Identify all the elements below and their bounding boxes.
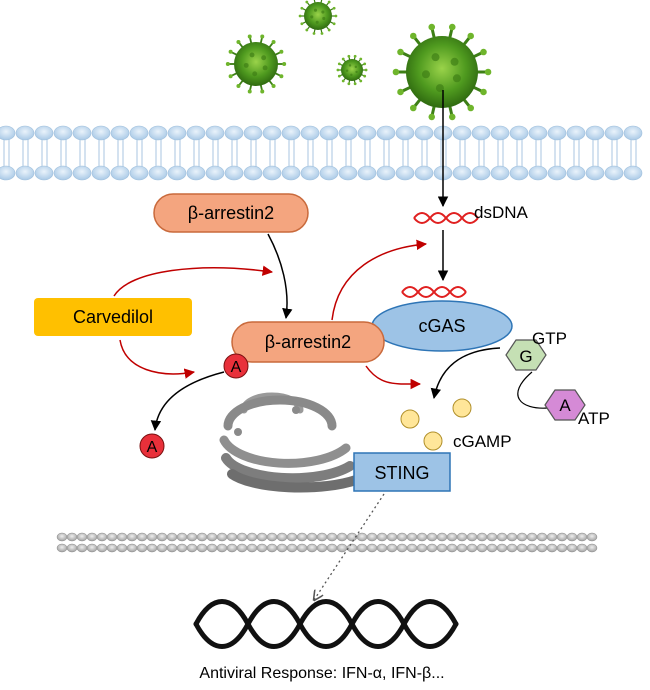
cgamp-dot: [423, 431, 443, 451]
a-marker-free-label: A: [147, 439, 158, 456]
beta-arrestin2-box-top: [153, 193, 309, 233]
cgamp-dot: [452, 398, 472, 418]
dsdna-label: dsDNA: [474, 203, 529, 222]
gtp-atp-link: [517, 371, 549, 409]
sting-label: STING: [374, 463, 429, 483]
virus-icon: [298, 0, 338, 35]
dsdna-bound: [401, 286, 467, 298]
beta-arrestin2-label-mid: β-arrestin2: [265, 332, 351, 352]
dna-helix-icon: [193, 599, 459, 649]
g-hexagon: [505, 339, 547, 371]
beta-arrestin2-label-top: β-arrestin2: [188, 203, 274, 223]
virus-icon: [336, 54, 368, 86]
arrow-carvedilol-to-arrestin-top: [113, 265, 274, 297]
arrow-arrestin-to-dsdna: [331, 239, 428, 321]
cgas-label: cGAS: [418, 316, 465, 336]
dsdna-top: [413, 212, 479, 224]
arrow-carvedilol-down: [119, 339, 196, 379]
cgamp-dot: [400, 409, 420, 429]
virus-icon: [225, 34, 287, 94]
carvedilol-label: Carvedilol: [73, 307, 153, 327]
cgamp-label: cGAMP: [453, 432, 512, 451]
plasma-membrane: [0, 125, 643, 181]
a-marker-bound-label: A: [231, 359, 242, 376]
virus-group: [225, 0, 492, 121]
beta-arrestin2-box-mid: [231, 321, 385, 363]
golgi-icon: [219, 392, 361, 493]
virus-icon: [392, 23, 492, 121]
arrow-sting-to-nucleus: [314, 493, 385, 600]
arrows: [113, 90, 501, 600]
a-hexagon-label: A: [559, 396, 571, 415]
carvedilol-box: [34, 298, 192, 336]
sting-box: [353, 452, 451, 492]
arrow-a-release: [150, 371, 225, 432]
arrow-arrestin-to-cgamp: [365, 365, 422, 390]
arrow-arrestin-top-to-mid: [267, 233, 293, 320]
antiviral-response-label: Antiviral Response: IFN-α, IFN-β...: [199, 665, 444, 682]
nuclear-membrane: [56, 532, 598, 553]
g-hexagon-label: G: [519, 347, 532, 366]
arrow-gtp-to-cgamp: [430, 347, 501, 400]
a-marker-free: [139, 433, 165, 459]
gtp-label: GTP: [532, 329, 567, 348]
atp-label: ATP: [578, 409, 610, 428]
a-hexagon: [544, 389, 586, 421]
a-marker-bound: [223, 353, 249, 379]
